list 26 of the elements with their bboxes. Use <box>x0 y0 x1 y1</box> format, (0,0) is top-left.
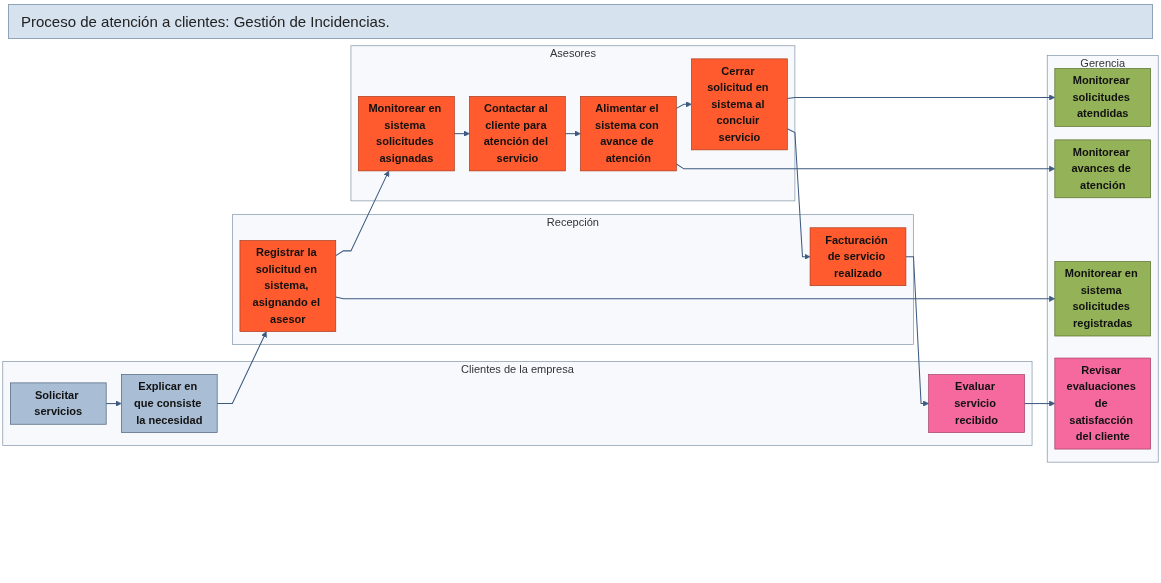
node-box: Evaluar servicio recibido <box>928 374 1025 433</box>
arrow <box>786 94 1056 101</box>
node-box: Monitorear solicitudes atendidas <box>1054 68 1151 127</box>
node-box: Monitorear en sistema solicitudes asignadas <box>358 96 455 172</box>
node-box: Monitorear avances de atención <box>1054 139 1151 199</box>
arrow <box>335 170 390 257</box>
node-box: Explicar en que consiste la necesidad <box>121 374 218 433</box>
arrow <box>216 331 267 405</box>
arrow <box>453 130 470 137</box>
node-box: Monitorear en sistema solicitudes registradas <box>1054 261 1151 337</box>
arrow <box>105 400 122 407</box>
node-box: Facturación de servicio realizado <box>809 227 907 286</box>
arrow <box>335 295 1056 302</box>
arrow <box>564 130 581 137</box>
arrow <box>905 256 929 407</box>
arrow <box>675 163 1056 172</box>
arrow <box>786 128 811 260</box>
node-box: Registrar la solicitud en sistema, asignando el asesor <box>239 240 337 332</box>
node-box: Solicitar servicios <box>10 382 107 425</box>
node-box: Cerrar solicitud en sistema al concluir servicio <box>691 58 788 151</box>
arrow <box>675 101 692 109</box>
node-box: Revisar evaluaciones de satisfacción del cliente <box>1054 357 1151 450</box>
arrow <box>1023 400 1056 407</box>
diagram-title: Proceso de atención a clientes: Gestión de Incidencias. <box>8 4 1153 39</box>
node-box: Contactar al cliente para atención del servicio <box>469 96 566 172</box>
node-box: Alimentar el sistema con avance de atención <box>580 96 677 172</box>
